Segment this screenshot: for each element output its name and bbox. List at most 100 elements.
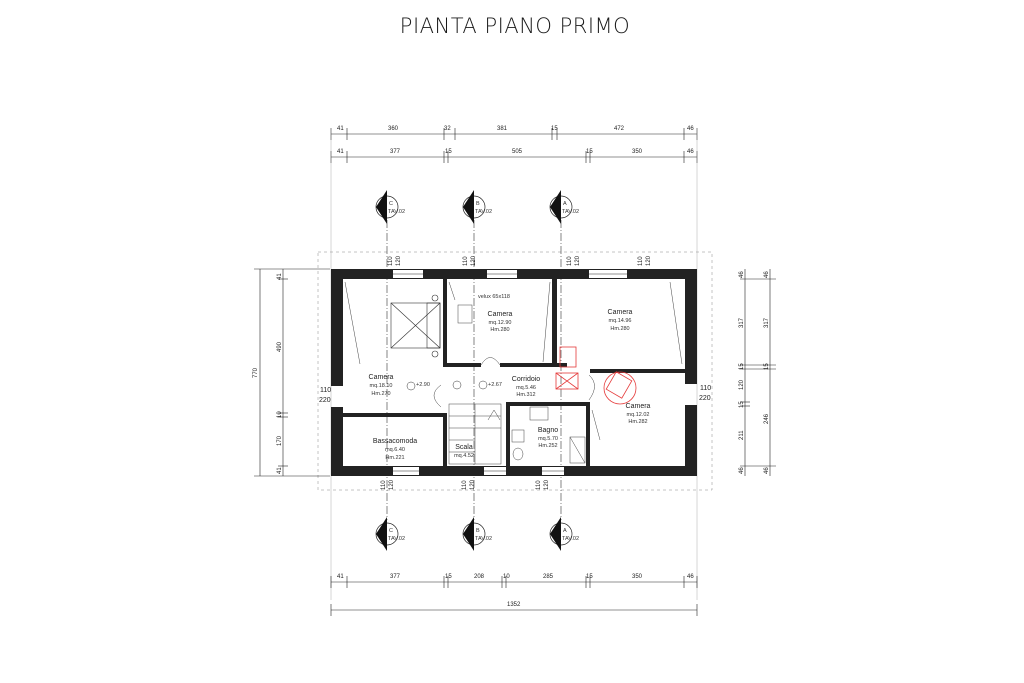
- marker-top-a-letter: A: [563, 201, 567, 207]
- room-area-camera-4: mq.12.02: [627, 412, 650, 418]
- roof-lines: [344, 281, 683, 441]
- top-dim-1-6: 46: [687, 126, 694, 132]
- marker-top-b-letter: B: [476, 201, 480, 207]
- left-dimension-lines: [254, 268, 330, 477]
- opening-top-1-w: 110: [388, 256, 394, 266]
- room-area-scala: mq.4.52: [454, 453, 474, 459]
- bottom-dimension-row: [330, 576, 698, 588]
- room-area-camera-2: mq.12.90: [489, 320, 512, 326]
- top-dim-1-5: 472: [614, 126, 625, 132]
- marker-top-b-sheet: TAV.02: [475, 209, 492, 215]
- opening-bottom-2-h: 120: [470, 479, 476, 490]
- section-marker-bottom-c: C TAV.02: [375, 517, 405, 551]
- bottom-dim-1: 377: [390, 574, 401, 580]
- velux-window: [457, 304, 473, 324]
- left-dim-3: 170: [277, 435, 283, 446]
- room-area-corridoio: mq.5.46: [516, 385, 536, 391]
- bathroom-fixtures: [511, 406, 586, 464]
- right-dim-2-0: 46: [764, 271, 770, 278]
- section-marker-bottom-b: B TAV.02: [462, 517, 492, 551]
- top-dim-2-3: 505: [512, 149, 523, 155]
- room-name-camera-1: Camera: [369, 374, 394, 381]
- left-dim-4: 41: [277, 467, 283, 474]
- marker-bottom-a-sheet: TAV.02: [562, 536, 579, 542]
- level-label-2: +2.67: [488, 382, 502, 388]
- door-swings: [433, 357, 595, 408]
- bottom-dim-6: 15: [586, 574, 593, 580]
- top-dim-1-1: 360: [388, 126, 399, 132]
- stairs: [448, 403, 502, 465]
- opening-left-w: 110: [320, 387, 331, 394]
- right-dim-1-6: 46: [739, 467, 745, 474]
- right-dim-2-4: 46: [764, 467, 770, 474]
- top-dim-2-4: 15: [586, 149, 593, 155]
- top-dim-1-4: 15: [551, 126, 558, 132]
- right-dim-1-0: 46: [739, 271, 745, 278]
- room-name-corridoio: Corridoio: [512, 376, 541, 383]
- opening-top-2-w: 110: [463, 256, 469, 266]
- bottom-dim-7: 350: [632, 574, 643, 580]
- marker-top-a-sheet: TAV.02: [562, 209, 579, 215]
- room-area-camera-3: mq.14.96: [609, 318, 632, 324]
- section-marker-top-a: A TAV.02: [549, 190, 579, 224]
- left-dim-1: 490: [277, 341, 283, 352]
- opening-bottom-3-h: 120: [544, 479, 550, 490]
- opening-top-4-w: 110: [638, 256, 644, 266]
- velux-label: velux 65x118: [478, 294, 510, 300]
- drawing-title: PIANTA PIANO PRIMO: [399, 14, 631, 38]
- opening-bottom-3-w: 110: [536, 480, 542, 490]
- room-height-bagno: Hm.252: [538, 443, 557, 449]
- top-dim-1-0: 41: [337, 126, 344, 132]
- room-area-camera-1: mq.18.10: [370, 383, 393, 389]
- right-dim-1-5: 211: [739, 430, 745, 440]
- top-dim-2-6: 46: [687, 149, 694, 155]
- left-dim-0: 41: [277, 273, 283, 280]
- opening-right-h: 220: [699, 395, 711, 402]
- top-dim-2-0: 41: [337, 149, 344, 155]
- room-name-camera-3: Camera: [608, 309, 633, 316]
- room-height-camera-1: Hm.270: [371, 391, 390, 397]
- level-markers: [406, 380, 488, 391]
- marker-bottom-a-letter: A: [563, 528, 567, 534]
- marker-top-c-letter: C: [389, 201, 393, 207]
- bottom-dim-0: 41: [337, 574, 344, 580]
- room-area-bassacomoda: mq.6.40: [385, 447, 405, 453]
- opening-top-1-h: 120: [396, 255, 402, 266]
- room-height-camera-2: Hm.280: [490, 327, 509, 333]
- top-dim-2-5: 350: [632, 149, 643, 155]
- opening-bottom-1-w: 110: [381, 480, 387, 490]
- opening-top-2-h: 120: [471, 255, 477, 266]
- opening-top-3-w: 110: [567, 256, 573, 266]
- bed: [390, 294, 441, 358]
- room-name-camera-2: Camera: [488, 311, 513, 318]
- marker-bottom-c-sheet: TAV.02: [388, 536, 405, 542]
- section-marker-top-c: C TAV.02: [375, 190, 405, 224]
- section-marker-bottom-a: A TAV.02: [549, 517, 579, 551]
- outer-limit-dashed: [317, 251, 713, 491]
- marker-bottom-b-letter: B: [476, 528, 480, 534]
- opening-bottom-1-h: 120: [389, 479, 395, 490]
- bottom-total-line: [330, 604, 698, 616]
- top-dim-1-2: 32: [444, 126, 451, 132]
- room-name-camera-4: Camera: [626, 403, 651, 410]
- room-height-bassacomoda: Hm.221: [385, 455, 404, 461]
- top-dimension-row-1: [330, 128, 698, 140]
- window-lines: [393, 273, 627, 472]
- room-name-bassacomoda: Bassacomoda: [373, 438, 417, 445]
- opening-right-w: 110: [700, 385, 711, 392]
- room-height-corridoio: Hm.312: [516, 392, 535, 398]
- marker-bottom-b-sheet: TAV.02: [475, 536, 492, 542]
- top-dim-2-2: 15: [445, 149, 452, 155]
- right-dim-2-3: 246: [764, 413, 770, 424]
- opening-top-4-h: 120: [646, 255, 652, 266]
- opening-bottom-2-w: 110: [462, 480, 468, 490]
- top-dim-1-3: 381: [497, 126, 508, 132]
- right-dim-1-1: 317: [739, 317, 745, 328]
- marker-bottom-c-letter: C: [389, 528, 393, 534]
- section-marker-top-b: B TAV.02: [462, 190, 492, 224]
- left-dim-2: 10: [277, 411, 283, 418]
- top-dim-2-1: 377: [390, 149, 401, 155]
- level-label-1: +2.90: [416, 382, 430, 388]
- right-dim-2-2: 15: [764, 363, 770, 370]
- right-dimension-lines: [740, 269, 776, 476]
